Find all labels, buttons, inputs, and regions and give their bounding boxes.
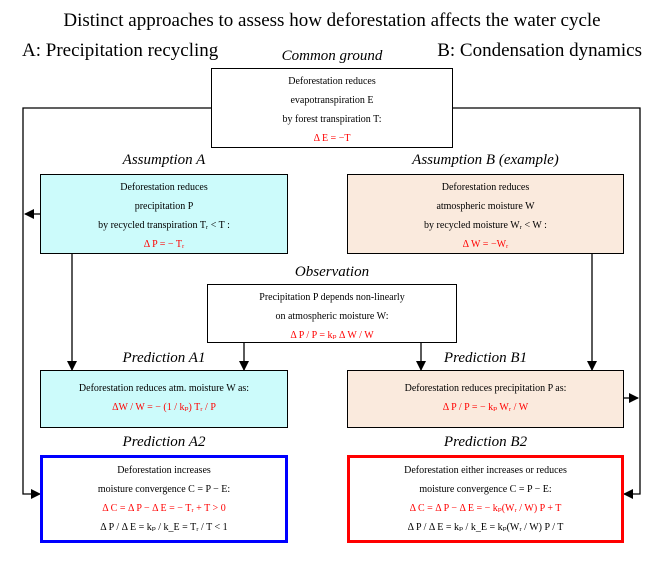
common-line2: evapotranspiration E [290, 95, 374, 106]
assumption-a-formula: Δ P = − Tᵣ [143, 239, 185, 250]
assumption-a-line2: precipitation P [134, 201, 194, 212]
prediction-b1-label: Prediction B1 [443, 350, 528, 366]
observation-line1: Precipitation P depends non-linearly [259, 292, 405, 303]
prediction-b2-label: Prediction B2 [443, 434, 528, 450]
common-ground-box: Deforestation reduces evapotranspiration… [211, 68, 453, 148]
arrow-common-to-b2 [453, 107, 641, 499]
prediction-b2-line1: Deforestation either increases or reduce… [404, 465, 567, 476]
header-approach-b: B: Condensation dynamics [437, 40, 642, 61]
observation-box: Precipitation P depends non-linearly on … [207, 284, 457, 343]
prediction-a2-line2: moisture convergence C = P − E: [97, 484, 231, 495]
prediction-a2-line4: Δ P / Δ E = kₚ / k_E = Tᵣ / T < 1 [100, 522, 228, 533]
prediction-b1-line1: Deforestation reduces precipitation P as… [404, 383, 567, 394]
prediction-a2-box: Deforestation increases moisture converg… [40, 455, 288, 543]
header-approach-a: A: Precipitation recycling [22, 40, 219, 61]
prediction-b2-box: Deforestation either increases or reduce… [347, 455, 624, 543]
prediction-a2-label: Prediction A2 [122, 434, 206, 450]
prediction-b1-box: Deforestation reduces precipitation P as… [347, 370, 624, 428]
assumption-a-box: Deforestation reduces precipitation P by… [40, 174, 288, 254]
observation-label: Observation [294, 264, 370, 280]
common-formula: Δ E = −T [313, 133, 351, 144]
assumption-a-label: Assumption A [122, 152, 206, 168]
prediction-a2-formula: Δ C = Δ P − Δ E = − Tᵣ + T > 0 [102, 503, 226, 514]
prediction-b1-formula: Δ P / P = − kₚ Wᵣ / W [442, 402, 529, 413]
prediction-a1-formula: ΔW / W = − (1 / kₚ) Tᵣ / P [112, 402, 216, 413]
assumption-a-line1: Deforestation reduces [120, 182, 208, 193]
assumption-b-label: Assumption B (example) [412, 152, 559, 168]
observation-line2: on atmospheric moisture W: [275, 311, 389, 322]
assumption-a-line3: by recycled transpiration Tᵣ < T : [98, 220, 230, 231]
assumption-b-box: Deforestation reduces atmospheric moistu… [347, 174, 624, 254]
assumption-b-formula: Δ W = −Wᵣ [462, 239, 509, 250]
observation-formula: Δ P / P = kₚ Δ W / W [290, 330, 374, 341]
assumption-b-line3: by recycled moisture Wᵣ < W : [424, 220, 547, 231]
assumption-b-line2: atmospheric moisture W [436, 201, 535, 212]
prediction-a1-label: Prediction A1 [122, 350, 206, 366]
common-line1: Deforestation reduces [288, 76, 376, 87]
diagram-title: Distinct approaches to assess how defore… [63, 10, 601, 31]
common-line3: by forest transpiration T: [282, 114, 382, 125]
assumption-b-line1: Deforestation reduces [441, 182, 530, 193]
prediction-b2-line4: Δ P / Δ E = kₚ / k_E = kₚ(Wᵣ / W) P / T [407, 522, 564, 533]
common-ground-label: Common ground [281, 48, 383, 64]
arrow-common-to-a2 [22, 107, 211, 499]
prediction-a1-line1: Deforestation reduces atm. moisture W as… [78, 383, 250, 394]
prediction-b2-formula: Δ C = Δ P − Δ E = − kₚ(Wᵣ / W) P + T [409, 503, 562, 514]
prediction-a1-box: Deforestation reduces atm. moisture W as… [40, 370, 288, 428]
prediction-b2-line2: moisture convergence C = P − E: [419, 484, 552, 495]
prediction-a2-line1: Deforestation increases [117, 465, 211, 476]
